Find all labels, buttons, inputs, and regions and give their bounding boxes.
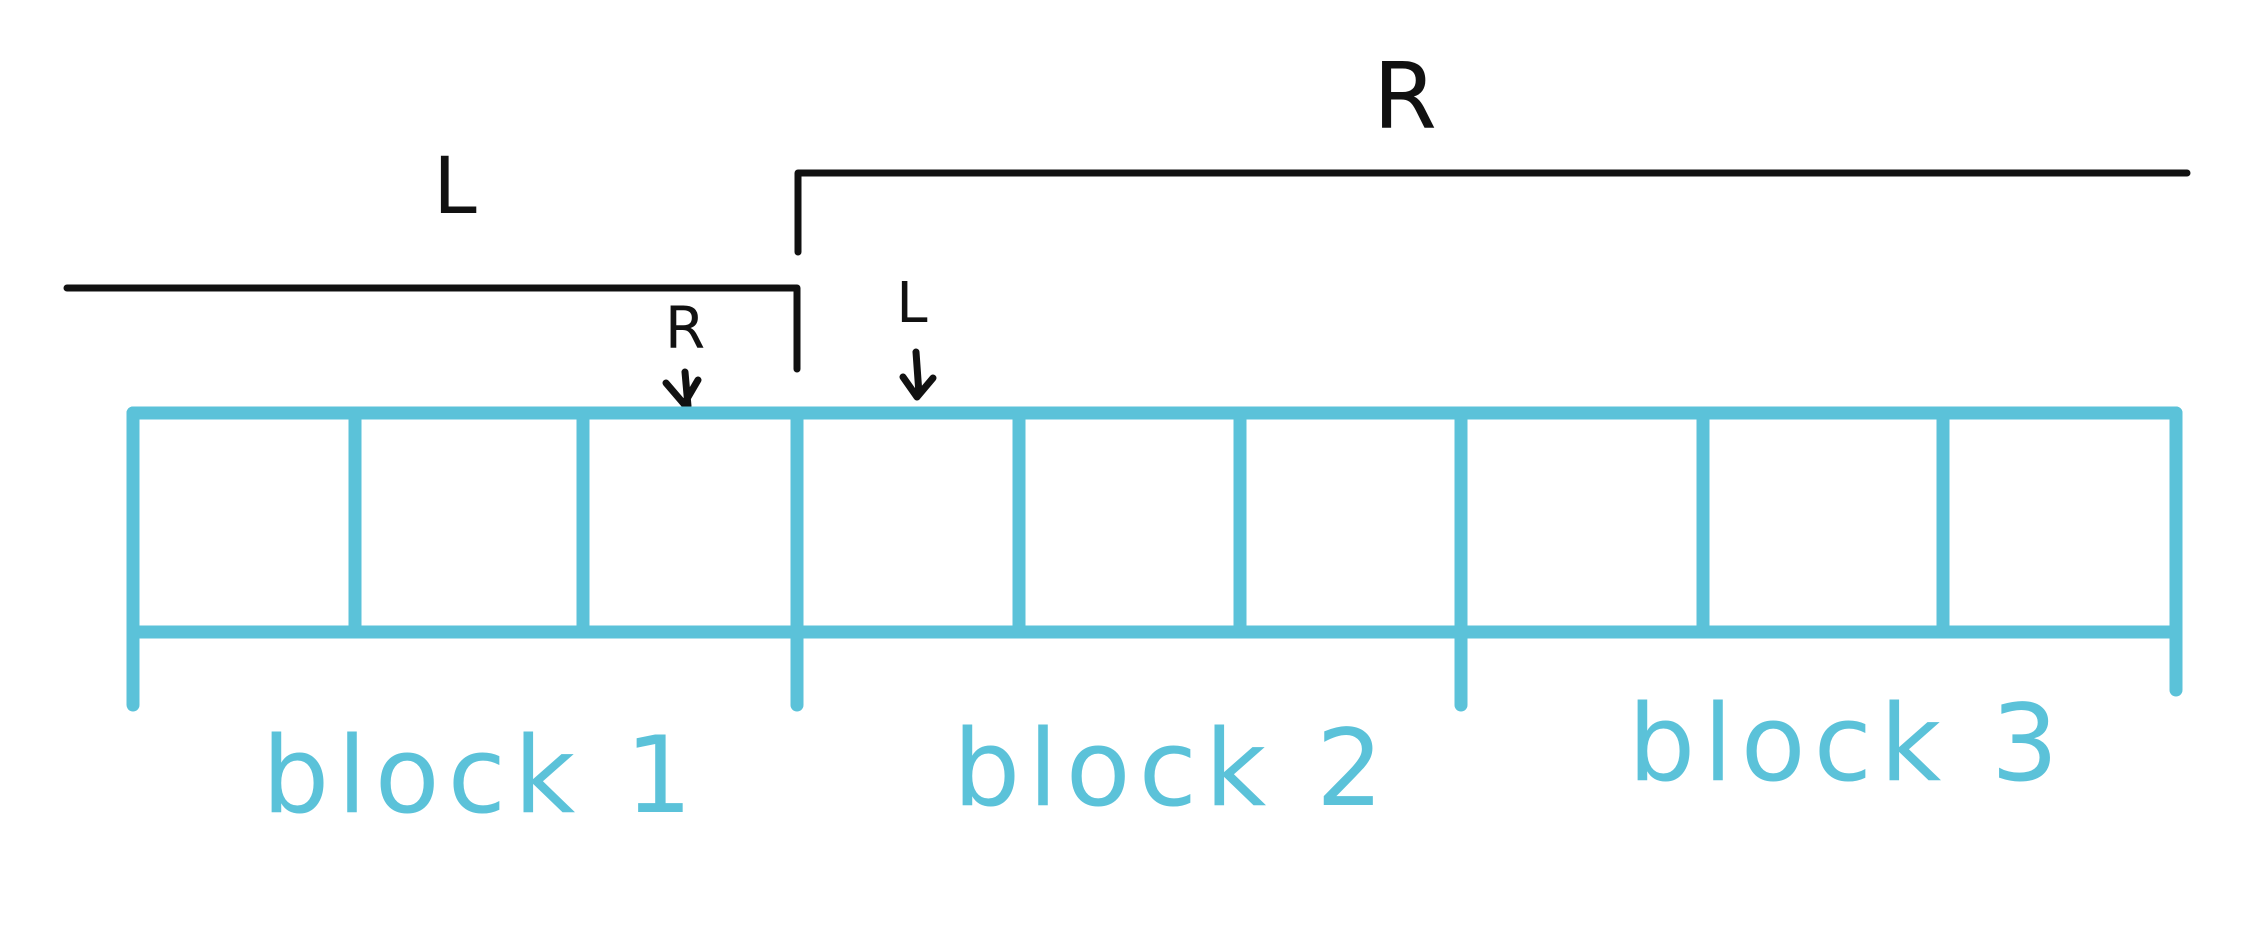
left-segment-label: L [433, 142, 477, 232]
right-segment-label: R [1373, 43, 1437, 150]
block-label-1: block 1 [262, 714, 700, 837]
right-segment-line [794, 169, 2191, 256]
r-pointer-label: R [665, 294, 705, 362]
pointer-arrows [662, 348, 937, 410]
l-pointer-arrow-icon [899, 348, 937, 401]
r-pointer-arrow-icon [662, 368, 702, 410]
left-segment-line [63, 284, 801, 373]
block-label-3: block 3 [1628, 682, 2066, 805]
block-label-2: block 2 [953, 707, 1391, 830]
l-pointer-label: L [896, 271, 927, 336]
segment-brackets [63, 169, 2191, 373]
array [126, 406, 2183, 712]
